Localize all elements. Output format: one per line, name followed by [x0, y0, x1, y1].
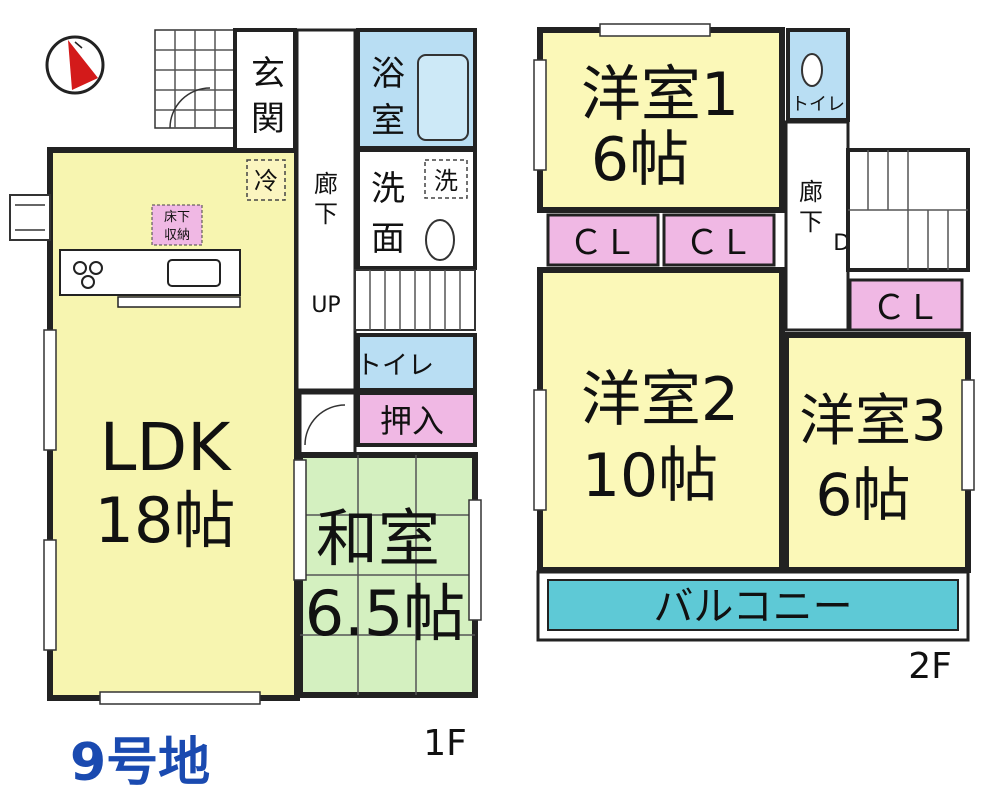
closet-room1-a-label: ＣＬ — [569, 223, 637, 263]
fridge-space — [246, 159, 286, 201]
bathtub — [417, 54, 469, 141]
bathroom-label-1: 浴 — [371, 54, 405, 94]
washing-machine-space — [424, 159, 468, 199]
kitchen-counter — [59, 249, 241, 308]
room-1-window-top — [599, 23, 711, 37]
hallway-1f-label-2: 下 — [314, 200, 338, 228]
stairs-2f — [846, 148, 970, 272]
washitsu-size: 6.5帖 — [305, 577, 466, 650]
closet-room1-b — [662, 213, 776, 267]
genkan-label-2: 関 — [251, 99, 285, 139]
washroom-label-1: 洗 — [371, 169, 405, 209]
toilet-bowl-icon — [801, 53, 823, 87]
floor-2: 洋室1 6帖 ＣＬ ＣＬ トイレ 廊 下 DN ＣＬ 洋室2 10帖 洋室3 — [533, 23, 975, 687]
room-2-window-left — [533, 389, 547, 511]
underfloor-storage — [151, 204, 203, 246]
ldk-name: LDK — [100, 409, 233, 486]
room-3-name: 洋室3 — [799, 389, 947, 454]
room-3-size: 6帖 — [816, 461, 911, 529]
entrance-porch — [154, 29, 236, 129]
bathroom-label-2: 室 — [371, 101, 405, 141]
wash-basin — [425, 219, 455, 261]
hallway-1f-label-1: 廊 — [314, 170, 338, 198]
oshiire-closet — [356, 391, 477, 447]
closet-room1-a — [546, 213, 660, 267]
washitsu-room — [293, 452, 482, 698]
ldk-size: 18帖 — [95, 484, 236, 557]
room-2 — [537, 267, 785, 573]
toilet-1f — [356, 333, 477, 392]
balcony — [547, 579, 959, 631]
stairs-1f — [354, 269, 476, 331]
hallway-2f-label-2: 下 — [799, 208, 823, 236]
washitsu-name: 和室 — [316, 502, 440, 575]
floor-2-label: 2F — [908, 646, 952, 687]
floor-1: 床下 収納 冷 LDK 18帖 玄 関 廊 下 UP 浴 室 洗 面 洗 — [9, 28, 482, 764]
room-2-size: 10帖 — [582, 441, 718, 511]
floor-1-label: 1F — [423, 723, 467, 764]
genkan-area — [233, 28, 297, 152]
washroom-label-2: 面 — [371, 219, 405, 259]
toilet-2f-label: トイレ — [791, 94, 845, 115]
underfloor-storage-label-2: 収納 — [164, 228, 190, 243]
closet-room3-label: ＣＬ — [872, 288, 940, 328]
toilet-1f-label: トイレ — [356, 351, 434, 381]
ldk-windows — [43, 329, 261, 705]
washing-machine-label: 洗 — [434, 167, 458, 195]
hallway-1f — [295, 28, 357, 392]
underfloor-storage-label-1: 床下 — [164, 210, 190, 225]
room-3-window-right — [961, 379, 975, 491]
washitsu-entry — [298, 391, 357, 457]
room-1-size: 6帖 — [591, 125, 689, 195]
balcony-label: バルコニー — [653, 584, 852, 630]
closet-room1-b-label: ＣＬ — [685, 223, 753, 263]
room-1 — [537, 27, 785, 213]
room-1-name: 洋室1 — [581, 60, 739, 130]
lot-label: 9号地 — [70, 733, 210, 793]
hallway-2f-label-1: 廊 — [799, 178, 823, 206]
genkan-label-1: 玄 — [251, 54, 285, 94]
stairs-up-label: UP — [311, 293, 340, 318]
room-2-name: 洋室2 — [581, 365, 739, 435]
fridge-label: 冷 — [254, 167, 278, 195]
left-bay — [9, 194, 51, 241]
room-1-window-left — [533, 59, 547, 171]
north-arrow-icon — [45, 35, 105, 95]
closet-room3 — [848, 278, 964, 332]
oshiire-label: 押入 — [380, 402, 444, 440]
